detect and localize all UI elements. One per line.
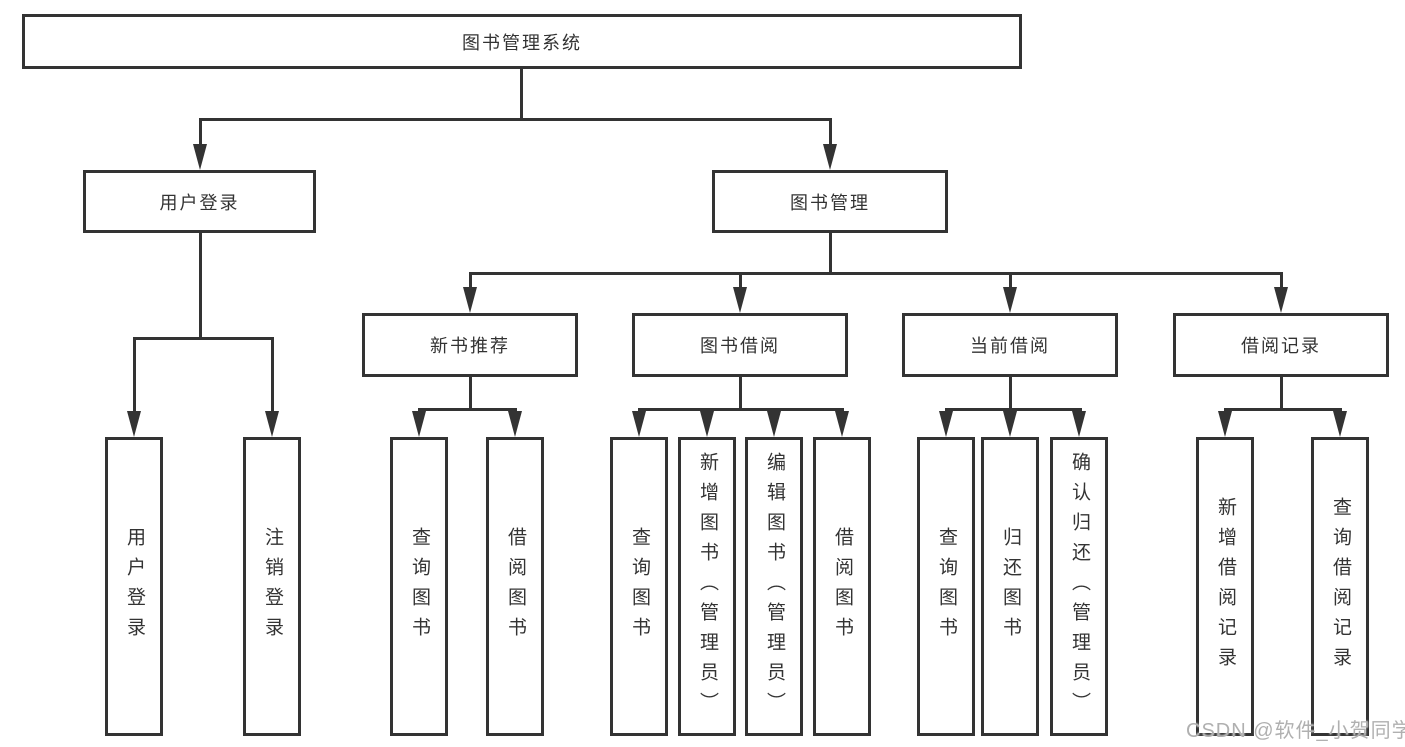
leaf-br-query-record: 查询借阅记录: [1311, 437, 1369, 736]
arrowhead-down: [463, 287, 477, 313]
edge-line: [1224, 408, 1342, 411]
leaf-bb-edit-books-admin: 编辑图书（管理员）: [745, 437, 803, 736]
edge-line: [829, 233, 832, 272]
node-book-management: 图书管理: [712, 170, 948, 233]
arrowhead-down: [700, 411, 714, 437]
edge-line: [271, 337, 274, 411]
leaf-br-add-record: 新增借阅记录: [1196, 437, 1254, 736]
node-new-book-recommendation: 新书推荐: [362, 313, 578, 377]
leaf-nbr-query-books: 查询图书: [390, 437, 448, 736]
edge-line: [1009, 272, 1012, 287]
arrowhead-down: [508, 411, 522, 437]
arrowhead-down: [1003, 287, 1017, 313]
arrowhead-down: [193, 144, 207, 170]
edge-line: [1280, 272, 1283, 287]
edge-line: [133, 337, 274, 340]
edge-line: [1280, 377, 1283, 408]
node-library-system: 图书管理系统: [22, 14, 1022, 69]
arrowhead-down: [835, 411, 849, 437]
edge-line: [469, 272, 472, 287]
edge-line: [199, 118, 832, 121]
arrowhead-down: [1274, 287, 1288, 313]
arrowhead-down: [823, 144, 837, 170]
node-user-login: 用户登录: [83, 170, 316, 233]
node-current-borrowing: 当前借阅: [902, 313, 1118, 377]
arrowhead-down: [265, 411, 279, 437]
leaf-logout: 注销登录: [243, 437, 301, 736]
edge-line: [199, 118, 202, 144]
leaf-cb-return-books: 归还图书: [981, 437, 1039, 736]
edge-line: [945, 408, 1082, 411]
arrowhead-down: [632, 411, 646, 437]
edge-line: [1009, 377, 1012, 408]
leaf-cb-query-books: 查询图书: [917, 437, 975, 736]
edge-line: [418, 408, 517, 411]
node-borrowing-records: 借阅记录: [1173, 313, 1389, 377]
arrowhead-down: [127, 411, 141, 437]
arrowhead-down: [1218, 411, 1232, 437]
edge-line: [199, 233, 202, 337]
csdn-watermark: CSDN @软件_小贺同学: [1186, 720, 1405, 742]
arrowhead-down: [1003, 411, 1017, 437]
arrowhead-down: [412, 411, 426, 437]
edge-line: [520, 69, 523, 118]
leaf-bb-add-books-admin: 新增图书（管理员）: [678, 437, 736, 736]
leaf-nbr-borrow-books: 借阅图书: [486, 437, 544, 736]
arrowhead-down: [733, 287, 747, 313]
leaf-cb-confirm-return-admin: 确认归还（管理员）: [1050, 437, 1108, 736]
leaf-bb-borrow-books: 借阅图书: [813, 437, 871, 736]
node-book-borrowing: 图书借阅: [632, 313, 848, 377]
edge-line: [739, 272, 742, 287]
leaf-bb-query-books: 查询图书: [610, 437, 668, 736]
arrowhead-down: [767, 411, 781, 437]
edge-line: [829, 118, 832, 144]
edge-line: [469, 377, 472, 408]
edge-line: [133, 337, 136, 411]
arrowhead-down: [1072, 411, 1086, 437]
edge-line: [469, 272, 1283, 275]
arrowhead-down: [1333, 411, 1347, 437]
leaf-user-login: 用户登录: [105, 437, 163, 736]
arrowhead-down: [939, 411, 953, 437]
edge-line: [638, 408, 844, 411]
edge-line: [739, 377, 742, 408]
